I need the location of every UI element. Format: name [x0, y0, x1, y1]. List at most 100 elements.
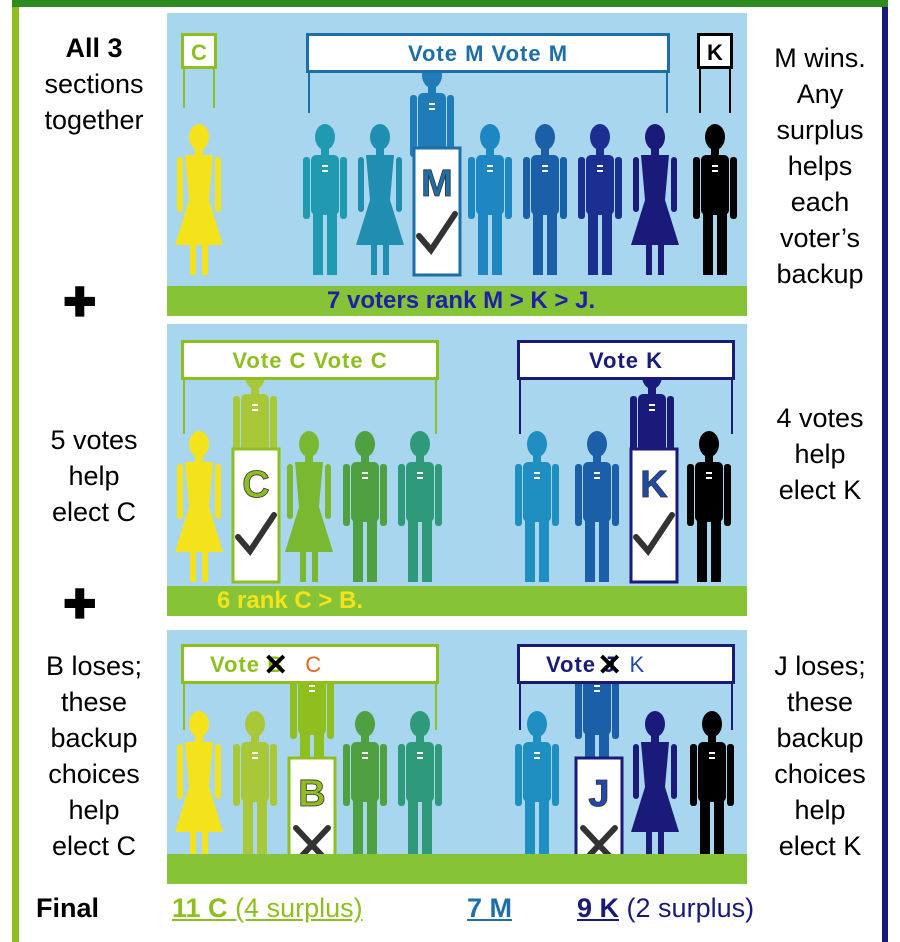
- voter-figure: [515, 431, 559, 582]
- podium-letter: C: [242, 464, 269, 506]
- neck: [416, 454, 424, 462]
- arm: [468, 157, 475, 219]
- voter-woman-figure: [631, 124, 679, 275]
- head: [587, 431, 607, 457]
- caption-line: these: [786, 687, 854, 717]
- plus-icon: ✚: [63, 281, 97, 325]
- voter-figure: [343, 711, 387, 862]
- arm: [552, 464, 559, 526]
- caption-line: M wins.: [774, 43, 866, 73]
- dress: [175, 462, 223, 552]
- dress: [175, 742, 223, 832]
- arm: [633, 157, 639, 212]
- head: [410, 711, 430, 737]
- dress: [631, 742, 679, 832]
- badge-line: [362, 477, 368, 479]
- torso: [583, 462, 611, 522]
- arm: [287, 464, 293, 519]
- leg: [202, 550, 208, 582]
- check-mark-icon: [633, 512, 675, 556]
- caption-line: elect C: [51, 831, 137, 861]
- voter-woman-figure: [175, 711, 223, 862]
- badge-line: [362, 472, 368, 474]
- leg: [202, 243, 208, 275]
- arm: [325, 464, 331, 519]
- podium-panel: [412, 146, 462, 277]
- voter-figure: [690, 711, 734, 862]
- torso: [351, 742, 379, 802]
- final-c-result: 11 C (4 surplus): [172, 888, 363, 928]
- podium-letter: M: [421, 163, 453, 205]
- leg: [717, 213, 727, 275]
- head: [645, 124, 665, 150]
- arm: [177, 157, 183, 212]
- badge-line: [542, 165, 548, 167]
- leg: [190, 550, 196, 582]
- badge-line: [534, 757, 540, 759]
- podium-letter: B: [298, 773, 325, 815]
- leg: [202, 830, 208, 862]
- leg: [714, 800, 724, 862]
- torso: [523, 742, 551, 802]
- torso: [406, 462, 434, 522]
- arm: [233, 396, 240, 458]
- voter-woman-figure: [175, 431, 223, 582]
- final-k-result: 9 K (2 surplus): [577, 888, 754, 928]
- caption-line: help: [794, 795, 846, 825]
- leg: [711, 520, 721, 582]
- arm: [177, 744, 183, 799]
- caption-m-wins: M wins. Any surplus helps each voter’s b…: [758, 40, 882, 292]
- caption-line: backup: [776, 259, 864, 289]
- cross-mark-icon: ✕: [263, 649, 290, 682]
- leg: [312, 550, 318, 582]
- torso: [406, 742, 434, 802]
- arm: [515, 464, 522, 526]
- voter-figure: [693, 124, 737, 275]
- leg: [408, 800, 418, 862]
- head: [189, 124, 209, 150]
- voter-figure: [578, 124, 622, 275]
- arm: [693, 157, 700, 219]
- caption-line: 4 votes: [776, 403, 864, 433]
- replacement-candidate-k: K: [629, 652, 646, 677]
- neck: [705, 454, 713, 462]
- neck: [416, 734, 424, 742]
- leg: [646, 830, 652, 862]
- neck: [305, 454, 313, 462]
- badge-line: [706, 472, 712, 474]
- panel-footer-label: 7 voters rank M > K > J.: [327, 287, 596, 314]
- podium: M: [412, 146, 462, 277]
- arm: [575, 464, 582, 526]
- leg: [243, 800, 253, 862]
- voter-woman-figure: [631, 711, 679, 862]
- voter-figure: [303, 124, 347, 275]
- leg: [700, 800, 710, 862]
- arm: [612, 677, 619, 739]
- arm: [575, 677, 582, 739]
- torso: [311, 155, 339, 215]
- caption-line: elect C: [51, 497, 137, 527]
- leg: [697, 520, 707, 582]
- arm: [270, 396, 277, 458]
- neck: [533, 454, 541, 462]
- arm: [398, 744, 405, 806]
- struck-candidate-j: J✕: [597, 649, 624, 682]
- arm: [667, 396, 674, 458]
- leg: [313, 213, 323, 275]
- caption-line: these: [60, 687, 128, 717]
- badge-line: [252, 757, 258, 759]
- badge-line: [712, 165, 718, 167]
- arm: [630, 396, 637, 458]
- caption-line: helps: [787, 151, 853, 181]
- header-vote-word: Vote: [210, 652, 261, 677]
- final-m-count: 7 M: [467, 893, 513, 923]
- arm: [343, 464, 350, 526]
- voter-figure: [523, 124, 567, 275]
- arm: [505, 157, 512, 219]
- badge-line: [417, 752, 423, 754]
- badge-line: [712, 170, 718, 172]
- caption-b-loses: B loses; these backup choices help elect…: [28, 648, 160, 864]
- badge-line: [417, 477, 423, 479]
- caption-line: help: [68, 461, 120, 491]
